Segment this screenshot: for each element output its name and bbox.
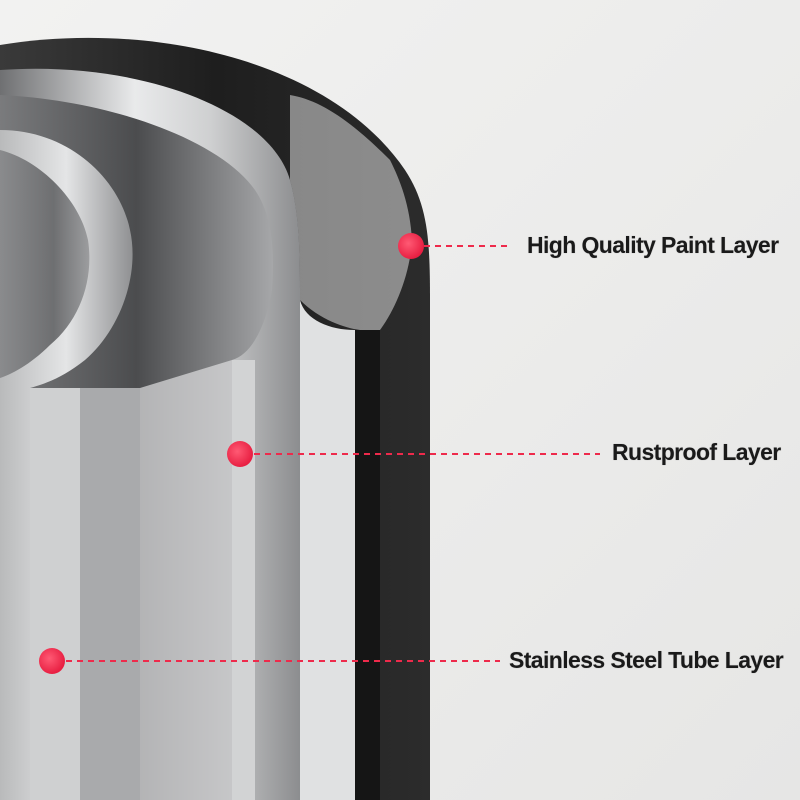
label-steel-tube-layer: Stainless Steel Tube Layer [509, 647, 784, 673]
marker-dot-rust [227, 441, 253, 467]
steel-layer-shape [0, 130, 232, 800]
marker-dot-steel [39, 648, 65, 674]
label-paint-layer: High Quality Paint Layer [527, 232, 779, 258]
marker-dot-paint [398, 233, 424, 259]
label-rustproof-layer: Rustproof Layer [612, 439, 781, 465]
